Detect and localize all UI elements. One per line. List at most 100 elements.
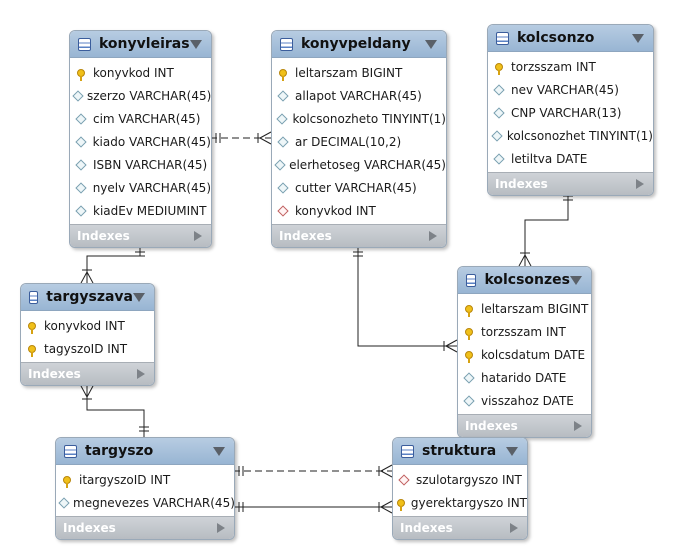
table-icon: [496, 31, 509, 45]
column-row[interactable]: szerzo VARCHAR(45): [70, 84, 211, 107]
primary-key-icon: [276, 68, 290, 81]
column-row[interactable]: cim VARCHAR(45): [70, 107, 211, 130]
collapse-toggle-icon[interactable]: [506, 446, 518, 456]
column-row[interactable]: konyvkod INT: [272, 199, 446, 222]
column-row[interactable]: leltarszam BIGINT: [272, 61, 446, 84]
column-label: ar DECIMAL(10,2): [295, 134, 402, 149]
column-row[interactable]: kolcsdatum DATE: [458, 343, 591, 366]
column-diamond-icon: [58, 496, 70, 509]
table-name: kolcsonzo: [517, 30, 595, 46]
column-row[interactable]: konyvkod INT: [70, 61, 211, 84]
table-struktura[interactable]: struktura szulotargyszo INT gyerektargyszo…: [392, 437, 528, 540]
column-row[interactable]: megnevezes VARCHAR(45): [56, 491, 234, 514]
table-konyvleiras[interactable]: konyvleiras konyvkod INT szerzo VARCHAR(45…: [69, 30, 212, 248]
column-row[interactable]: hatarido DATE: [458, 366, 591, 389]
collapse-toggle-icon[interactable]: [425, 39, 437, 49]
column-row[interactable]: kolcsonozhet TINYINT(1): [488, 124, 653, 147]
column-row[interactable]: letiltva DATE: [488, 147, 653, 170]
indexes-section[interactable]: Indexes: [393, 516, 527, 539]
column-row[interactable]: ar DECIMAL(10,2): [272, 130, 446, 153]
expand-arrow-icon[interactable]: [510, 523, 518, 533]
relationship-kolcsonzo-kolcsonzes[interactable]: [518, 190, 573, 267]
column-row[interactable]: torzsszam INT: [458, 320, 591, 343]
indexes-section[interactable]: Indexes: [272, 224, 446, 247]
column-label: kolcsonozhet TINYINT(1): [506, 128, 653, 143]
table-header[interactable]: konyvpeldany: [272, 31, 446, 58]
collapse-toggle-icon[interactable]: [190, 39, 202, 49]
indexes-label: Indexes: [28, 367, 81, 381]
column-row[interactable]: cutter VARCHAR(45): [272, 176, 446, 199]
relationship-konyvleiras-konyvpeldany[interactable]: [210, 131, 272, 145]
column-label: tagyszoID INT: [44, 341, 128, 356]
column-diamond-icon: [274, 158, 286, 171]
column-row[interactable]: nev VARCHAR(45): [488, 78, 653, 101]
column-label: elerhetoseg VARCHAR(45): [289, 157, 446, 172]
indexes-section[interactable]: Indexes: [21, 362, 154, 385]
column-row[interactable]: gyerektargyszo INT: [393, 491, 527, 514]
table-header[interactable]: targyszava: [21, 284, 154, 311]
indexes-section[interactable]: Indexes: [458, 414, 591, 437]
collapse-toggle-icon[interactable]: [632, 33, 644, 43]
column-diamond-icon: [276, 181, 290, 194]
column-label: szerzo VARCHAR(45): [87, 88, 212, 103]
expand-arrow-icon[interactable]: [137, 369, 145, 379]
table-name: struktura: [422, 443, 497, 459]
table-header[interactable]: konyvleiras: [70, 31, 211, 58]
column-diamond-icon: [74, 181, 88, 194]
column-label: gyerektargyszo INT: [410, 495, 527, 510]
column-row[interactable]: tagyszoID INT: [21, 337, 154, 360]
column-row[interactable]: elerhetoseg VARCHAR(45): [272, 153, 446, 176]
table-kolcsonzo[interactable]: kolcsonzo torzsszam INT nev VARCHAR(45) CNP…: [487, 24, 654, 196]
relationship-targyszava-targyszo[interactable]: [80, 385, 149, 437]
collapse-toggle-icon[interactable]: [213, 446, 225, 456]
column-row[interactable]: allapot VARCHAR(45): [272, 84, 446, 107]
column-row[interactable]: kiado VARCHAR(45): [70, 130, 211, 153]
expand-arrow-icon[interactable]: [217, 523, 225, 533]
indexes-section[interactable]: Indexes: [70, 224, 211, 247]
column-row[interactable]: visszahoz DATE: [458, 389, 591, 412]
column-row[interactable]: kiadEv MEDIUMINT: [70, 199, 211, 222]
primary-key-icon: [60, 475, 74, 488]
expand-arrow-icon[interactable]: [636, 179, 644, 189]
column-row[interactable]: leltarszam BIGINT: [458, 297, 591, 320]
table-icon: [280, 37, 293, 51]
table-name: konyvpeldany: [301, 36, 411, 52]
table-targyszava[interactable]: targyszava konyvkod INT tagyszoID INT Index…: [20, 283, 155, 386]
relationship-konyvleiras-targyszava[interactable]: [80, 246, 145, 284]
expand-arrow-icon[interactable]: [194, 231, 202, 241]
relationship-targyszo-struktura[interactable]: [233, 500, 393, 514]
expand-arrow-icon[interactable]: [429, 231, 437, 241]
column-label: torzsszam INT: [511, 59, 596, 74]
many-cardinality-mark: [80, 271, 88, 284]
indexes-section[interactable]: Indexes: [56, 516, 234, 539]
column-label: konyvkod INT: [93, 65, 174, 80]
column-row[interactable]: itargyszoID INT: [56, 468, 234, 491]
indexes-label: Indexes: [77, 229, 130, 243]
many-cardinality-mark: [524, 254, 532, 267]
table-header[interactable]: kolcsonzo: [488, 25, 653, 52]
column-row[interactable]: szulotargyszo INT: [393, 468, 527, 491]
expand-arrow-icon[interactable]: [574, 421, 582, 431]
column-label: nev VARCHAR(45): [511, 82, 619, 97]
collapse-toggle-icon[interactable]: [133, 292, 145, 302]
column-diamond-icon: [492, 152, 506, 165]
column-row[interactable]: ISBN VARCHAR(45): [70, 153, 211, 176]
collapse-toggle-icon[interactable]: [570, 275, 582, 285]
many-cardinality-mark: [80, 385, 88, 398]
column-row[interactable]: CNP VARCHAR(13): [488, 101, 653, 124]
table-header[interactable]: targyszo: [56, 438, 234, 465]
column-diamond-icon: [74, 135, 88, 148]
relationship-konyvpeldany-kolcsonzes[interactable]: [353, 246, 458, 353]
table-header[interactable]: struktura: [393, 438, 527, 465]
column-row[interactable]: konyvkod INT: [21, 314, 154, 337]
column-row[interactable]: kolcsonozheto TINYINT(1): [272, 107, 446, 130]
indexes-section[interactable]: Indexes: [488, 172, 653, 195]
column-row[interactable]: torzsszam INT: [488, 55, 653, 78]
relationship-targyszo-struktura[interactable]: [233, 464, 393, 478]
column-row[interactable]: nyelv VARCHAR(45): [70, 176, 211, 199]
table-header[interactable]: kolcsonzes: [458, 267, 591, 294]
table-name: kolcsonzes: [484, 272, 570, 288]
